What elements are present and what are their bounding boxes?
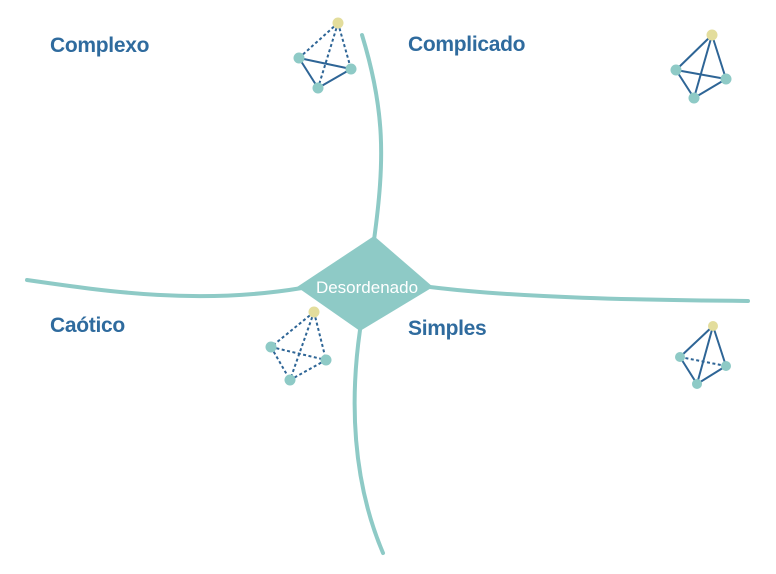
simple-domain-label: Simples xyxy=(408,317,486,340)
chaotic-domain-label: Caótico xyxy=(50,314,125,337)
upper-divider-curve xyxy=(360,33,384,242)
complex-network-icon xyxy=(293,17,357,94)
complex-domain-label: Complexo xyxy=(50,34,149,57)
right-divider-curve xyxy=(428,285,750,303)
left-divider-curve xyxy=(25,278,304,299)
complicated-network-icon xyxy=(670,29,732,104)
lower-divider-curve xyxy=(352,328,385,555)
chaotic-network-icon xyxy=(265,306,332,386)
center-label: Desordenado xyxy=(316,278,418,297)
complicated-domain-label: Complicado xyxy=(408,33,525,56)
simple-network-icon xyxy=(675,321,731,389)
center-diamond xyxy=(297,236,433,331)
